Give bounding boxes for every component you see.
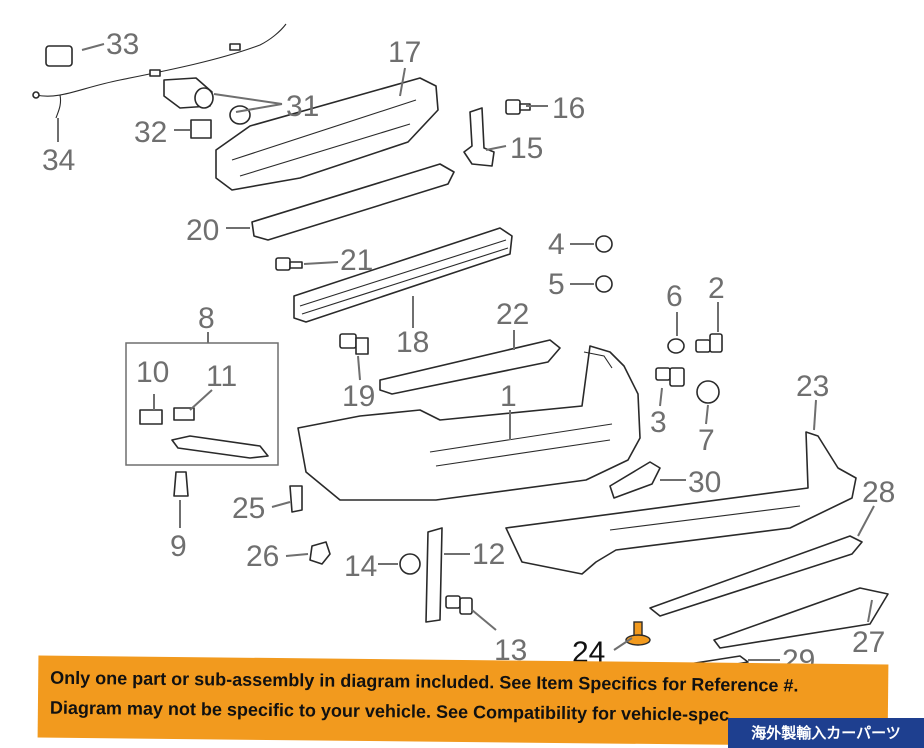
callout-8: 8 — [198, 302, 215, 335]
disclaimer-line-1: Only one part or sub-assembly in diagram… — [50, 667, 799, 696]
callout-1: 1 — [500, 380, 517, 413]
callout-23: 23 — [796, 370, 829, 403]
part-park-sensor — [163, 77, 251, 125]
seller-watermark: 海外製輸入カーパーツ — [728, 718, 924, 748]
callout-32: 32 — [134, 116, 167, 149]
part-cap-7 — [696, 380, 720, 404]
callout-5: 5 — [548, 268, 565, 301]
callout-27: 27 — [852, 626, 885, 659]
part-lower-fascia — [505, 431, 857, 575]
part-fastener-25 — [289, 485, 303, 513]
part-grommet-14 — [399, 553, 421, 575]
part-grommet-5 — [595, 275, 613, 293]
kit-frame — [125, 342, 279, 466]
part-clip-10 — [139, 409, 163, 425]
callout-30: 30 — [688, 466, 721, 499]
part-sensor-pad — [190, 119, 212, 139]
part-strip-22 — [379, 339, 561, 395]
callout-31: 31 — [286, 90, 319, 123]
callout-19: 19 — [342, 380, 375, 413]
callout-6: 6 — [666, 280, 683, 313]
callout-34: 34 — [42, 144, 75, 177]
callout-22: 22 — [496, 298, 529, 331]
part-bolt-2 — [695, 333, 723, 353]
part-bolt-19 — [339, 333, 369, 355]
part-bracket — [463, 107, 495, 167]
part-washer-6 — [667, 338, 685, 354]
callout-4: 4 — [548, 228, 565, 261]
part-bolt-13 — [445, 595, 473, 615]
part-bracket-12 — [425, 527, 443, 623]
leader-lines — [57, 43, 875, 661]
callout-18: 18 — [396, 326, 429, 359]
part-energy-absorber-upper — [215, 77, 439, 191]
part-skid-plate-27 — [713, 587, 889, 649]
callout-7: 7 — [698, 424, 715, 457]
callout-33: 33 — [106, 28, 139, 61]
disclaimer-line-2: Diagram may not be specific to your vehi… — [49, 697, 730, 725]
callout-17: 17 — [388, 36, 421, 69]
part-clip-26 — [309, 541, 331, 565]
part-bolt-3 — [655, 367, 685, 387]
callout-14: 14 — [344, 550, 377, 583]
callout-10: 10 — [136, 356, 169, 389]
callout-20: 20 — [186, 214, 219, 247]
part-bolt-16 — [505, 99, 531, 115]
callout-3: 3 — [650, 406, 667, 439]
callout-26: 26 — [246, 540, 279, 573]
part-reinforcement-20 — [251, 163, 455, 241]
part-bumper-cover — [297, 345, 641, 501]
part-bolt-21 — [275, 257, 303, 271]
callout-15: 15 — [510, 132, 543, 165]
part-fastener-24-highlighted — [625, 621, 651, 646]
part-molding-28 — [649, 535, 863, 617]
part-wiring-harness — [32, 23, 287, 119]
callout-25: 25 — [232, 492, 265, 525]
callout-11: 11 — [206, 360, 237, 393]
callout-9: 9 — [170, 530, 187, 563]
callout-12: 12 — [472, 538, 505, 571]
callout-2: 2 — [708, 272, 725, 305]
part-grommet-4 — [595, 235, 613, 253]
part-impact-bar — [293, 227, 513, 323]
part-reflector-30 — [609, 461, 661, 499]
part-fastener-9 — [173, 471, 189, 497]
callout-21: 21 — [340, 244, 373, 277]
part-clip-11 — [173, 407, 195, 421]
callout-28: 28 — [862, 476, 895, 509]
callout-16: 16 — [552, 92, 585, 125]
part-wire-bracket — [171, 435, 269, 459]
